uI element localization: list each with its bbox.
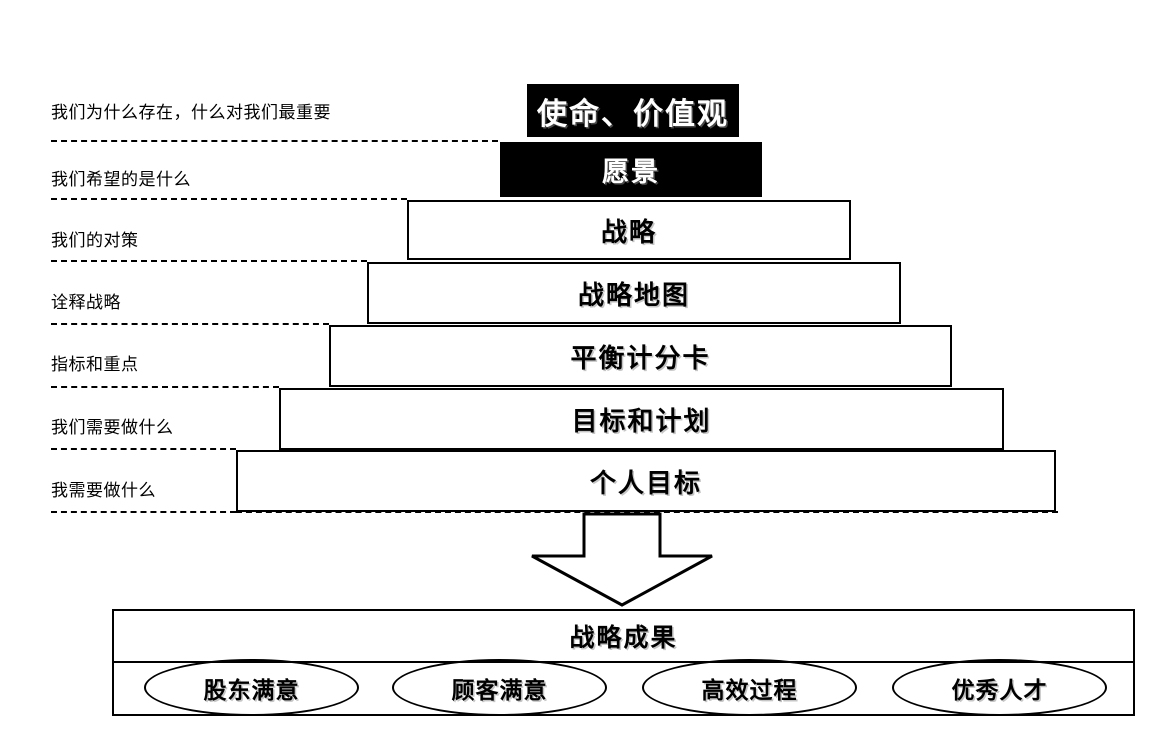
separator-rule-7b xyxy=(236,511,1058,513)
tier-label: 平衡计分卡 xyxy=(570,343,711,374)
separator-rule-1 xyxy=(51,140,498,142)
tier-targets-and-plans[interactable]: 目标和计划 xyxy=(279,388,1004,450)
separator-rule-5 xyxy=(51,386,279,388)
tier-label: 愿景 xyxy=(602,157,660,188)
separator-rule-2 xyxy=(51,198,407,200)
left-label-strategy: 我们的对策 xyxy=(51,231,139,251)
left-label-mission: 我们为什么存在，什么对我们最重要 xyxy=(51,103,331,123)
down-arrow-icon xyxy=(527,512,717,608)
outcome-pill-row: 股东满意 顾客满意 高效过程 优秀人才 xyxy=(114,659,1133,716)
outcome-pill-process[interactable]: 高效过程 xyxy=(642,659,857,716)
outcome-pill-shareholder[interactable]: 股东满意 xyxy=(144,659,359,716)
tier-label: 个人目标 xyxy=(589,468,702,499)
separator-rule-3 xyxy=(51,260,367,262)
outcome-label: 股东满意 xyxy=(203,677,300,704)
tier-strategy[interactable]: 战略 xyxy=(407,200,851,260)
separator-rule-7 xyxy=(51,511,236,513)
tier-label: 战略地图 xyxy=(577,280,690,311)
tier-vision[interactable]: 愿景 xyxy=(500,142,762,197)
left-label-scorecard: 指标和重点 xyxy=(51,355,139,375)
outcome-label: 顾客满意 xyxy=(451,677,548,704)
left-label-vision: 我们希望的是什么 xyxy=(51,170,191,190)
results-title: 战略成果 xyxy=(569,623,678,652)
outcome-pill-talent[interactable]: 优秀人才 xyxy=(892,659,1107,716)
tier-label: 战略 xyxy=(600,217,657,248)
outcome-label: 高效过程 xyxy=(701,677,798,704)
tier-personal-goals[interactable]: 个人目标 xyxy=(236,450,1056,512)
tier-label: 使命、价值观 xyxy=(537,96,729,132)
left-label-targets: 我们需要做什么 xyxy=(51,418,174,438)
tier-strategy-map[interactable]: 战略地图 xyxy=(367,262,901,324)
left-label-strategy-map: 诠释战略 xyxy=(51,293,121,313)
outcome-label: 优秀人才 xyxy=(951,677,1048,704)
outcome-pill-customer[interactable]: 顾客满意 xyxy=(392,659,607,716)
tier-label: 目标和计划 xyxy=(571,406,712,437)
tier-mission-values[interactable]: 使命、价值观 xyxy=(527,84,739,137)
tier-balanced-scorecard[interactable]: 平衡计分卡 xyxy=(329,325,952,387)
results-divider xyxy=(114,661,1133,663)
left-label-personal: 我需要做什么 xyxy=(51,481,156,501)
separator-rule-4 xyxy=(51,323,329,325)
results-panel: 战略成果 股东满意 顾客满意 高效过程 优秀人才 xyxy=(112,609,1135,716)
separator-rule-6 xyxy=(51,448,236,450)
